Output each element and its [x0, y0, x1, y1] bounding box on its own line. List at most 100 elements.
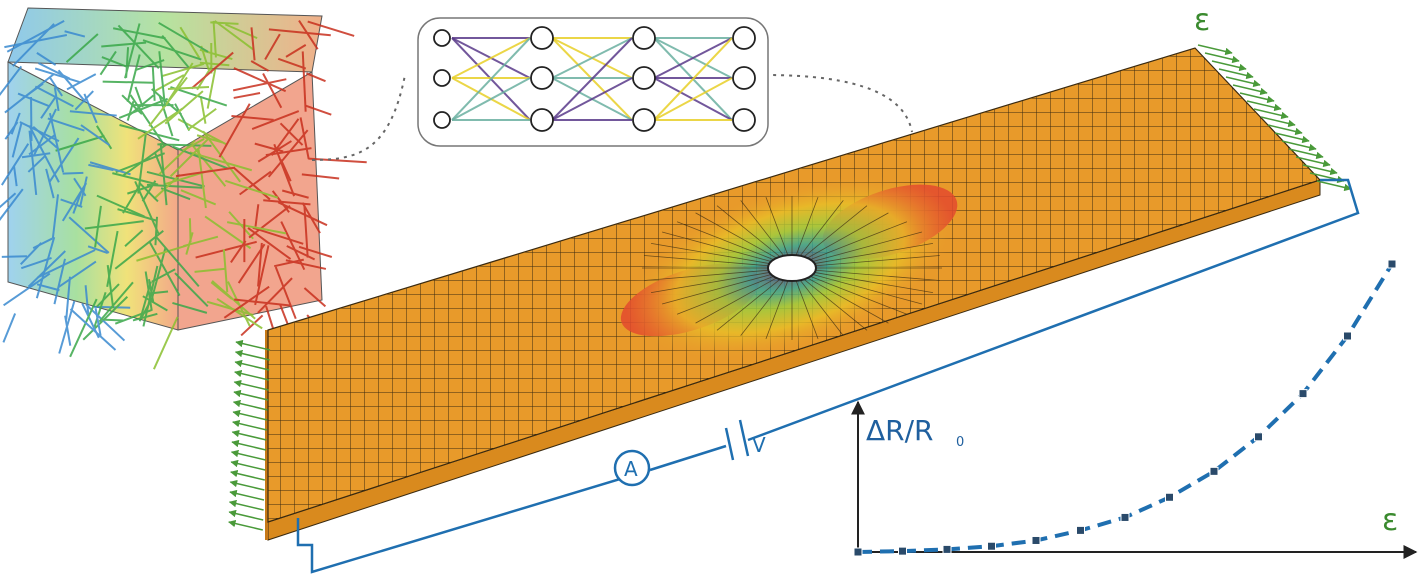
voltage-source-symbol — [724, 419, 750, 461]
fiber-segment — [99, 50, 117, 76]
fiber-segment — [151, 88, 183, 116]
fiber-segment — [308, 157, 367, 164]
fiber-segment — [182, 138, 205, 152]
radial-line — [812, 231, 923, 262]
network-edge — [653, 77, 733, 121]
fiber-segment — [117, 24, 160, 69]
meshed-plate — [265, 47, 1322, 541]
fiber-segment — [32, 237, 53, 250]
fiber-segment — [118, 97, 169, 119]
fiber-segment — [28, 125, 60, 183]
fiber-segment — [210, 281, 233, 300]
strain-arrow — [233, 389, 269, 401]
network-edge — [451, 37, 531, 121]
radial-line — [799, 279, 844, 336]
fiber-segment — [281, 189, 309, 199]
fiber-segment — [146, 183, 203, 189]
fiber-segment — [262, 73, 283, 109]
data-point — [987, 541, 996, 551]
strain-arrow — [233, 379, 269, 391]
fiber-segment — [216, 297, 263, 330]
strain-arrow — [232, 399, 268, 411]
strain-arrow — [1232, 84, 1268, 96]
fiber-segment — [2, 313, 17, 343]
fiber-segment — [233, 92, 261, 99]
radial-line — [799, 200, 844, 257]
fiber-segment — [126, 100, 135, 121]
fiber-segment — [64, 315, 72, 346]
fiber-segment — [6, 20, 65, 53]
fiber-segment — [247, 227, 292, 260]
fiber-segment — [87, 245, 109, 254]
fiber-segment — [11, 122, 23, 158]
strain-label-top: ε — [1194, 3, 1210, 38]
fiber-segment — [279, 159, 292, 182]
strain-arrow — [231, 439, 267, 451]
radial-line — [810, 275, 908, 315]
network-edge — [451, 77, 531, 121]
fiber-segment — [212, 20, 217, 58]
fiber-segment — [96, 283, 120, 308]
network-node — [732, 26, 756, 50]
fiber-segment — [148, 76, 188, 127]
fiber-segment — [239, 170, 272, 196]
fiber-segment — [199, 61, 230, 67]
fiber-segment — [206, 300, 254, 317]
fiber-segment — [303, 287, 327, 308]
fiber-segment — [251, 110, 300, 130]
fiber-segment — [69, 298, 98, 358]
network-nodes — [433, 26, 756, 132]
data-point — [853, 547, 863, 557]
fiber-segment — [34, 67, 80, 84]
radial-line — [815, 255, 940, 267]
fiber-segment — [274, 266, 297, 320]
fiber-segment — [271, 118, 300, 156]
strain-arrow — [1288, 148, 1324, 160]
radial-line — [661, 274, 772, 305]
fiber-segment — [82, 296, 129, 341]
fiber-segment — [204, 215, 252, 250]
radial-line — [814, 242, 934, 264]
ammeter-symbol — [613, 449, 651, 487]
strain-arrow — [232, 419, 267, 431]
strain-arrow — [229, 479, 265, 491]
fiber-segment — [257, 277, 293, 314]
fiber-segment — [151, 66, 156, 101]
y-axis-label: ΔR/R — [866, 414, 934, 447]
fiber-segment — [48, 112, 65, 173]
fiber-segment — [298, 20, 319, 50]
fiber-segment — [60, 198, 83, 208]
data-point — [1343, 331, 1352, 341]
fiber-segment — [55, 134, 105, 152]
fiber-segment — [172, 301, 208, 314]
fiber-segment — [94, 307, 102, 336]
radial-line — [740, 279, 785, 336]
fiber-segment — [17, 92, 51, 108]
fiber-segment — [167, 86, 210, 90]
connector-network-to-plate — [764, 74, 913, 133]
fiber-segment — [134, 86, 144, 108]
fiber-segment — [40, 96, 57, 119]
fiber-segment — [4, 34, 68, 49]
fiber-segment — [36, 52, 57, 66]
fiber-segment — [299, 117, 310, 160]
fiber-segment — [277, 57, 307, 70]
fiber-segment — [37, 249, 96, 279]
fiber-segment — [28, 134, 56, 156]
fiber-segment — [159, 142, 168, 206]
fiber-segment — [305, 104, 332, 116]
fiber-segment — [306, 72, 326, 83]
radial-line — [676, 221, 774, 261]
fiber-segment — [114, 309, 152, 325]
radial-line — [765, 196, 789, 256]
fiber-segment — [240, 314, 264, 337]
fiber-segment — [57, 260, 97, 288]
network-node — [632, 108, 656, 132]
fiber-segment — [27, 250, 66, 288]
fiber-segment — [129, 94, 166, 147]
radial-line — [644, 269, 769, 281]
network-node — [530, 108, 554, 132]
strain-arrow — [228, 519, 263, 531]
fiber-segment — [223, 285, 270, 319]
